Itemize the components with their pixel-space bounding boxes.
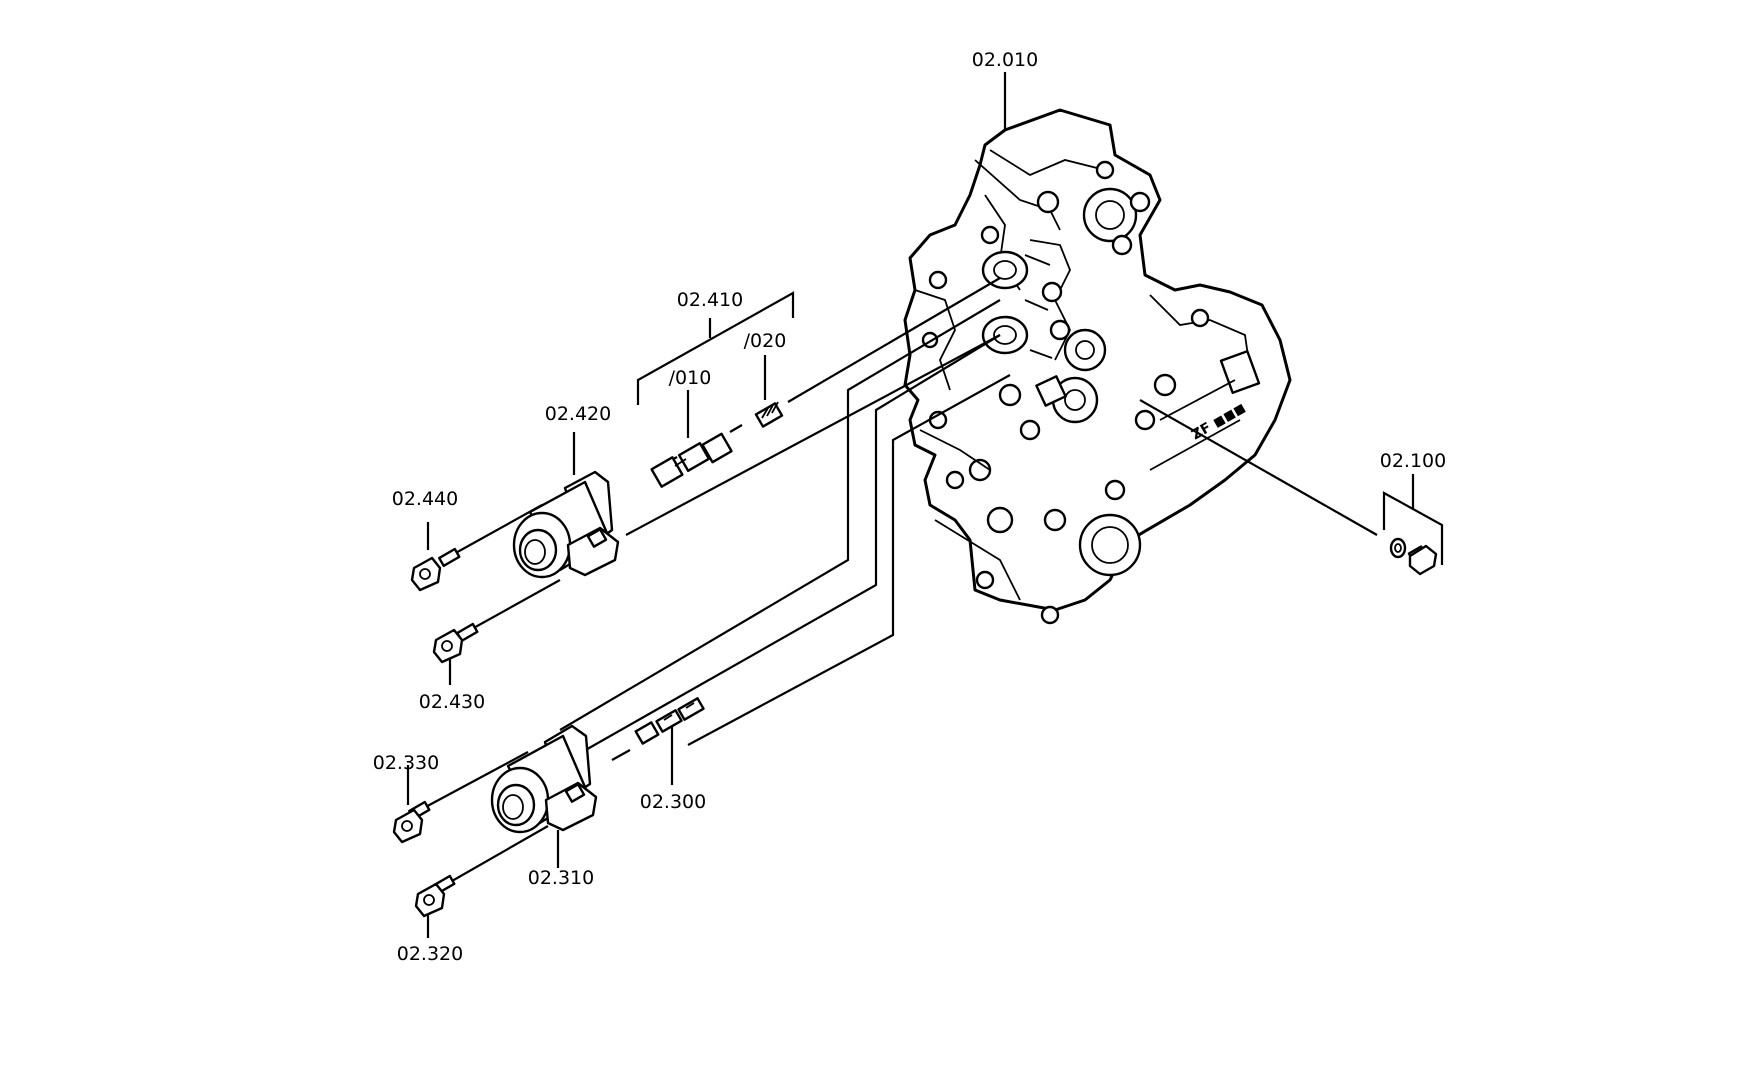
label-02-320: 02.320 bbox=[397, 943, 463, 965]
solenoid-02-310 bbox=[490, 724, 598, 834]
label-02-420: 02.420 bbox=[545, 403, 611, 425]
label-02-330: 02.330 bbox=[373, 752, 439, 774]
spring-020 bbox=[754, 401, 784, 428]
label-02-010: 02.010 bbox=[972, 49, 1038, 71]
label-sub-010: /010 bbox=[669, 367, 712, 389]
screw-02-430 bbox=[432, 622, 479, 664]
label-02-410: 02.410 bbox=[677, 289, 743, 311]
label-02-440: 02.440 bbox=[392, 488, 458, 510]
label-02-300: 02.300 bbox=[640, 791, 706, 813]
label-02-430: 02.430 bbox=[419, 691, 485, 713]
solenoid-02-420 bbox=[512, 470, 620, 579]
label-02-310: 02.310 bbox=[528, 867, 594, 889]
screw-02-320 bbox=[414, 874, 456, 918]
valve-02-300 bbox=[634, 697, 705, 745]
label-02-100: 02.100 bbox=[1380, 450, 1446, 472]
screw-02-440 bbox=[410, 547, 461, 592]
valve-spool-010 bbox=[650, 432, 733, 488]
label-sub-020: /020 bbox=[744, 330, 787, 352]
screw-02-330 bbox=[392, 800, 431, 844]
assembly-lines bbox=[406, 72, 1444, 938]
housing-02-010: ZF ◼◼◼ bbox=[903, 108, 1292, 625]
plug-02-100 bbox=[1389, 537, 1438, 576]
